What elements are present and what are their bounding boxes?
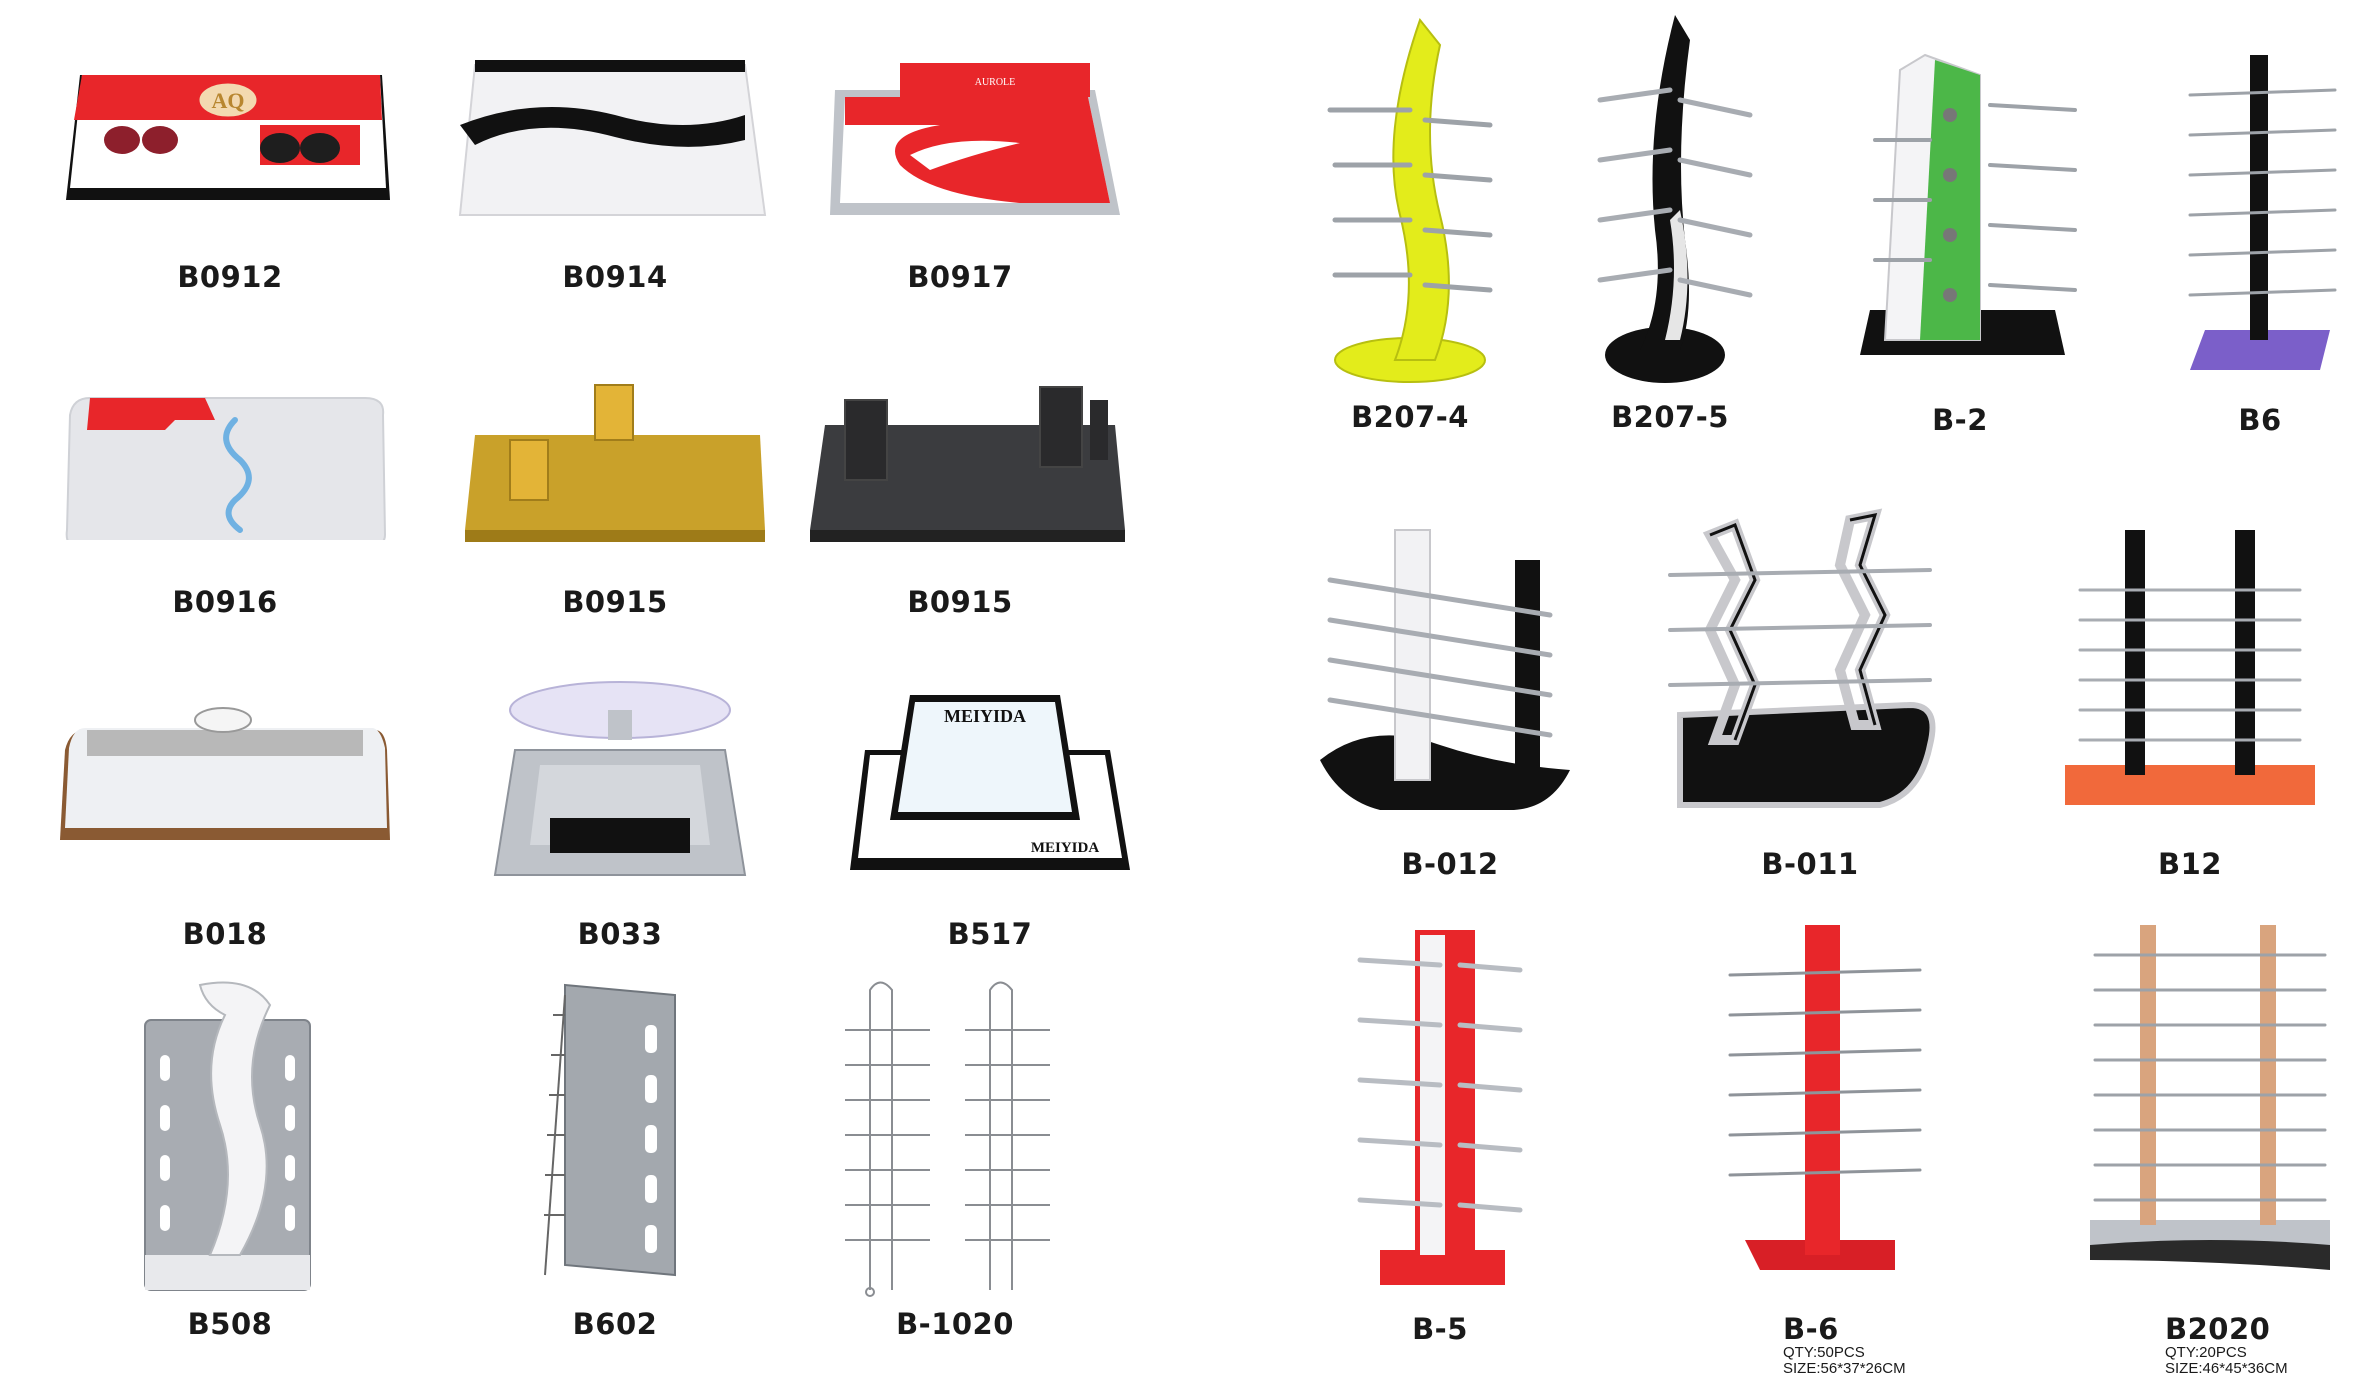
b1020-wire-rack-image [845,981,1050,1297]
b018-code: B018 [182,917,268,951]
b12-code: B12 [2158,847,2222,881]
product-b207-5[interactable]: B207-5 [1570,10,1770,440]
product-b-2[interactable]: B-2 [1840,40,2080,440]
product-b-012[interactable]: B-012 [1310,520,1590,885]
b207-5-code: B207-5 [1611,400,1729,434]
b-2-code: B-2 [1932,403,1988,437]
b207-4-code: B207-4 [1351,400,1469,434]
b-6-qty: QTY:50PCS [1783,1344,1865,1361]
product-b-011[interactable]: B-011 [1660,505,1960,885]
product-b1020[interactable]: B-1020 [830,970,1080,1355]
b-011-stand-image [1668,508,1936,808]
b-6-code: B-6 [1783,1312,1839,1346]
b12-stand-image [2065,530,2315,805]
b033-code: B033 [577,917,663,951]
b0912-tray-image: AQ [66,75,390,200]
b-2-stand-image [1860,53,2077,355]
b0912-code: B0912 [177,260,283,294]
b602-code: B602 [572,1307,658,1341]
b033-turntable-image [493,681,747,876]
product-b0916[interactable]: B0916 [55,380,395,625]
product-b0914[interactable]: B0914 [445,55,785,300]
b207-4-stand-image [1327,17,1493,383]
b1020-code: B-1020 [896,1307,1014,1341]
b018-tray-image [60,707,390,840]
b0915-gold-code: B0915 [562,585,668,619]
product-b2020[interactable]: B2020 QTY:20PCS SIZE:46*45*36CM [2080,915,2340,1385]
product-b517[interactable]: MEIYIDA MEIYIDA B517 [840,680,1140,960]
product-b508[interactable]: B508 [140,975,320,1355]
b517-brand-top: MEIYIDA [944,706,1026,726]
b2020-qty: QTY:20PCS [2165,1344,2247,1361]
product-b12[interactable]: B12 [2050,525,2330,885]
b0914-tray-image [458,60,767,216]
product-b0915-gold[interactable]: B0915 [445,375,785,625]
b2020-stand-image [2090,925,2330,1270]
product-b602[interactable]: B602 [535,975,695,1355]
b0916-tray-image [65,397,387,540]
b2020-size: SIZE:46*45*36CM [2165,1360,2288,1377]
b517-brand-bottom: MEIYIDA [1031,840,1100,856]
b0917-code: B0917 [907,260,1013,294]
product-b207-4[interactable]: B207-4 [1310,15,1510,440]
b-5-stand-image [1357,930,1523,1285]
svg-text:AUROLE: AUROLE [975,77,1016,88]
b-5-code: B-5 [1412,1312,1468,1346]
b517-stand-image: MEIYIDA MEIYIDA [850,695,1130,870]
b602-stand-image [544,983,676,1277]
b517-code: B517 [947,917,1033,951]
b0914-code: B0914 [562,260,668,294]
b6-stand-image [2188,55,2337,370]
product-b033[interactable]: B033 [480,670,760,960]
b0915-black-tray-image [810,386,1125,542]
b-6-size: SIZE:56*37*26CM [1783,1360,1906,1377]
product-b6[interactable]: B6 [2170,50,2350,440]
b0916-code: B0916 [172,585,278,619]
b0912-badge: AQ [212,88,245,113]
b-011-code: B-011 [1761,847,1859,881]
product-b0912[interactable]: AQ B0912 [60,60,400,300]
b-6-stand-image [1728,925,1922,1270]
b2020-code: B2020 [2165,1312,2271,1346]
b0915-black-code: B0915 [907,585,1013,619]
b0917-tray-image: AUROLE [830,63,1120,215]
product-b0917[interactable]: AUROLE B0917 [790,55,1130,300]
b-012-stand-image [1320,529,1570,810]
b6-code: B6 [2238,403,2282,437]
product-b0915-black[interactable]: B0915 [790,375,1130,625]
b207-5-stand-image [1597,15,1753,383]
product-b-6[interactable]: B-6 QTY:50PCS SIZE:56*37*26CM [1720,915,1940,1385]
b0915-gold-tray-image [465,384,765,542]
product-b-5[interactable]: B-5 [1340,920,1540,1355]
b508-stand-image [144,981,311,1291]
product-b018[interactable]: B018 [55,700,395,960]
b-012-code: B-012 [1401,847,1499,881]
b508-code: B508 [187,1307,273,1341]
